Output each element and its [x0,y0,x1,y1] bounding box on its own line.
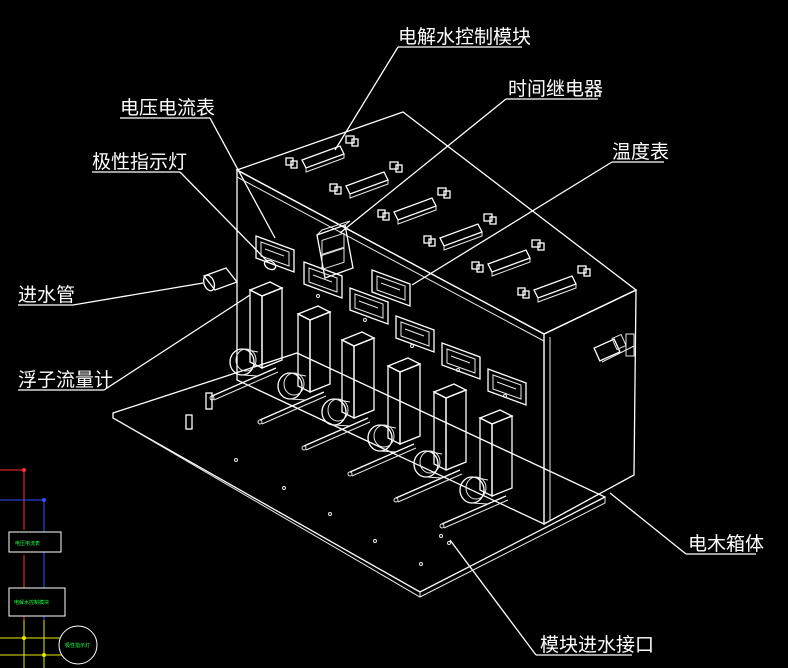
label-float-flowmeter: 浮子流量计 [18,369,113,391]
leader-cabinet [609,492,687,555]
float-flowmeters [209,281,514,529]
control-module [329,161,403,199]
circuit-schematic-fragment: 电压电流表 电解水控制模块 极性指示灯 [0,468,98,668]
schematic-box-2 [8,587,66,617]
schematic-box-1 [8,531,62,553]
label-cabinet: 电木箱体 [688,533,764,555]
label-time-relay: 时间继电器 [508,78,603,100]
schematic-box-1-label: 电压电流表 [15,540,40,547]
label-electrolysis-module: 电解水控制模块 [398,26,531,48]
leader-polarity-light [179,171,269,263]
leader-volt-ammeter [209,117,276,239]
time-relay [316,220,354,279]
base-posts [185,294,507,566]
leader-electrolysis-module [334,46,399,151]
label-thermometer: 温度表 [612,141,669,163]
flowmeter-unit [209,281,284,401]
schematic-circle [58,625,98,665]
base-plate [112,352,607,593]
label-volt-ammeter: 电压电流表 [120,97,215,119]
flowmeter-unit [301,331,376,451]
label-polarity-light: 极性指示灯 [92,151,187,173]
labels: 电解水控制模块 时间继电器 电压电流表 极性指示灯 温度表 进水管 浮子流量计 … [18,26,764,656]
panel-meter [255,235,295,273]
panel-meter [395,315,435,353]
flowmeter-unit [439,409,514,529]
flowmeter-unit [257,305,332,425]
control-module [517,265,591,303]
leader-time-relay [339,98,507,234]
leader-thermometer [411,161,613,286]
flowmeter-unit [347,357,422,477]
panel-meter [303,261,343,299]
schematic-box-2-label: 电解水控制模块 [14,599,49,606]
flowmeter-unit [393,383,468,503]
panel-meter [349,287,389,325]
panel-meter [487,368,527,406]
leader-inlet-pipe [72,282,204,306]
cabinet-box [235,111,638,526]
leader-module-inlet [449,539,537,656]
electrolysis-control-modules [285,135,591,303]
control-module [423,213,497,251]
inlet-pipe [202,267,239,292]
polarity-light [263,259,277,271]
label-inlet-pipe: 进水管 [18,284,75,306]
leader-lines [18,46,756,656]
apparatus-drawing [112,111,638,598]
front-panel-meters [255,235,527,406]
control-module [471,239,545,277]
label-module-inlet: 模块进水接口 [540,634,654,656]
schematic-circle-label: 极性指示灯 [65,642,90,649]
panel-meter [441,342,481,380]
control-module [377,187,451,225]
panel-meter [371,269,411,307]
leader-flowmeter [103,294,251,391]
control-module [285,135,359,173]
